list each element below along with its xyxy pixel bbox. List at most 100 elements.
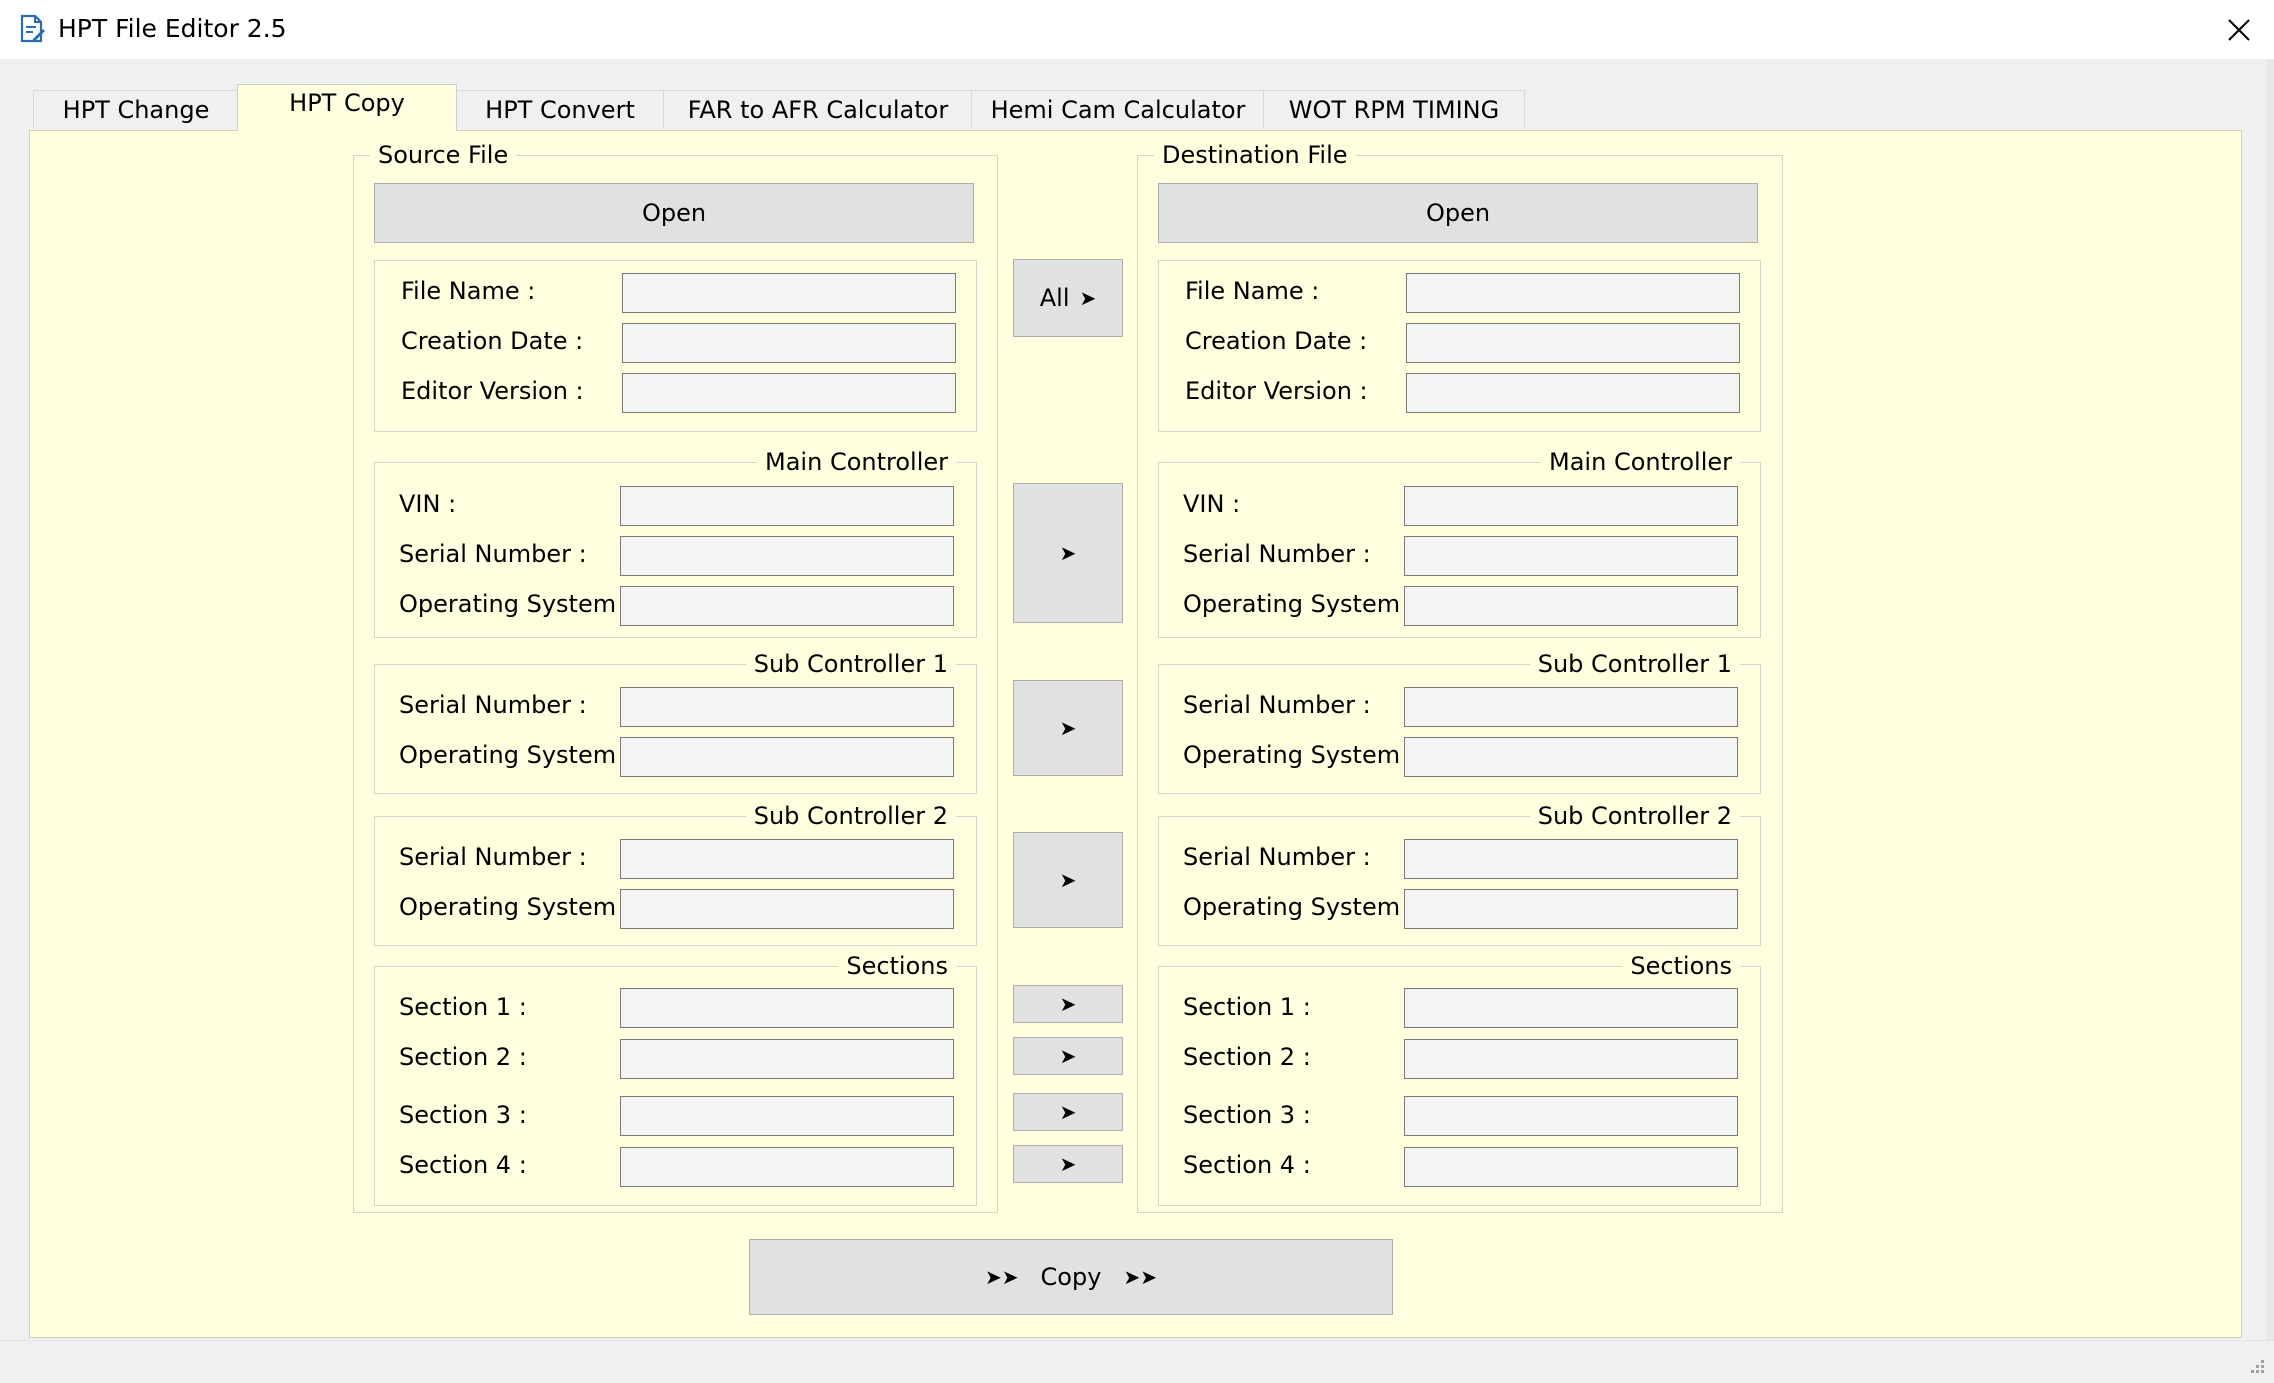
operating-system-label: Operating System : bbox=[399, 741, 632, 769]
tab-label: HPT Convert bbox=[485, 96, 635, 124]
tab-hpt-convert[interactable]: HPT Convert bbox=[455, 90, 665, 129]
copy-all-button[interactable]: All ➤ bbox=[1013, 259, 1123, 337]
destination-section-4-field[interactable] bbox=[1404, 1147, 1738, 1187]
source-section-4-field[interactable] bbox=[620, 1147, 954, 1187]
copy-section-4-button[interactable]: ➤ bbox=[1013, 1145, 1123, 1183]
operating-system-label: Operating System : bbox=[1183, 893, 1416, 921]
button-label: Copy bbox=[1040, 1263, 1102, 1291]
group-caption: Sub Controller 2 bbox=[745, 801, 956, 831]
source-vin-field[interactable] bbox=[620, 486, 954, 526]
serial-number-label: Serial Number : bbox=[1183, 843, 1371, 871]
destination-vin-field[interactable] bbox=[1404, 486, 1738, 526]
destination-serial-number-field[interactable] bbox=[1404, 536, 1738, 576]
group-caption: Destination File bbox=[1154, 140, 1356, 170]
destination-sub-controller-2-group: Sub Controller 2 Serial Number : Operati… bbox=[1158, 801, 1761, 946]
tab-hemi-cam-calculator[interactable]: Hemi Cam Calculator bbox=[971, 90, 1265, 129]
destination-section-1-field[interactable] bbox=[1404, 988, 1738, 1028]
arrow-right-icon: ➤ bbox=[1079, 286, 1097, 310]
destination-creation-date-field[interactable] bbox=[1406, 323, 1740, 363]
arrow-right-icon: ➤ bbox=[1059, 1152, 1077, 1176]
group-caption: Source File bbox=[370, 140, 517, 170]
section-1-label: Section 1 : bbox=[1183, 993, 1311, 1021]
operating-system-label: Operating System : bbox=[1183, 590, 1416, 618]
tab-wot-rpm-timing[interactable]: WOT RPM TIMING bbox=[1263, 90, 1525, 129]
source-section-3-field[interactable] bbox=[620, 1096, 954, 1136]
group-caption: Main Controller bbox=[757, 447, 956, 477]
serial-number-label: Serial Number : bbox=[399, 540, 587, 568]
destination-operating-system-field[interactable] bbox=[1404, 586, 1738, 626]
tab-hpt-change[interactable]: HPT Change bbox=[33, 90, 239, 129]
button-label: All bbox=[1039, 284, 1070, 312]
group-caption: Sections bbox=[1622, 951, 1740, 981]
destination-editor-version-field[interactable] bbox=[1406, 373, 1740, 413]
operating-system-label: Operating System : bbox=[399, 590, 632, 618]
source-sub2-os-field[interactable] bbox=[620, 889, 954, 929]
source-serial-number-field[interactable] bbox=[620, 536, 954, 576]
arrow-right-icon: ➤ bbox=[1059, 1100, 1077, 1124]
copy-sub-controller-2-button[interactable]: ➤ bbox=[1013, 832, 1123, 928]
hpt-copy-panel: Source File Open File Name : Creation Da… bbox=[29, 130, 2242, 1338]
double-arrow-right-icon: ➤➤ bbox=[985, 1265, 1019, 1289]
destination-sub-controller-1-group: Sub Controller 1 Serial Number : Operati… bbox=[1158, 649, 1761, 794]
serial-number-label: Serial Number : bbox=[1183, 691, 1371, 719]
resize-grip-icon[interactable] bbox=[2244, 1355, 2266, 1377]
copy-section-1-button[interactable]: ➤ bbox=[1013, 985, 1123, 1023]
button-label: Open bbox=[1425, 199, 1491, 227]
section-1-label: Section 1 : bbox=[399, 993, 527, 1021]
source-file-name-field[interactable] bbox=[622, 273, 956, 313]
arrow-right-icon: ➤ bbox=[1059, 1044, 1077, 1068]
window-title: HPT File Editor 2.5 bbox=[58, 14, 287, 43]
group-caption: Sections bbox=[838, 951, 956, 981]
destination-file-info: File Name : Creation Date : Editor Versi… bbox=[1158, 260, 1761, 432]
destination-section-3-field[interactable] bbox=[1404, 1096, 1738, 1136]
arrow-right-icon: ➤ bbox=[1059, 992, 1077, 1016]
double-arrow-right-icon: ➤➤ bbox=[1123, 1265, 1157, 1289]
arrow-right-icon: ➤ bbox=[1059, 868, 1077, 892]
source-sub1-serial-field[interactable] bbox=[620, 687, 954, 727]
tab-label: WOT RPM TIMING bbox=[1288, 96, 1500, 124]
copy-section-3-button[interactable]: ➤ bbox=[1013, 1093, 1123, 1131]
serial-number-label: Serial Number : bbox=[1183, 540, 1371, 568]
destination-section-2-field[interactable] bbox=[1404, 1039, 1738, 1079]
tab-far-to-afr-calculator[interactable]: FAR to AFR Calculator bbox=[663, 90, 973, 129]
source-sub-controller-2-group: Sub Controller 2 Serial Number : Operati… bbox=[374, 801, 977, 946]
source-sub2-serial-field[interactable] bbox=[620, 839, 954, 879]
copy-main-controller-button[interactable]: ➤ bbox=[1013, 483, 1123, 623]
source-editor-version-field[interactable] bbox=[622, 373, 956, 413]
destination-open-button[interactable]: Open bbox=[1158, 183, 1758, 243]
section-2-label: Section 2 : bbox=[399, 1043, 527, 1071]
destination-sub2-serial-field[interactable] bbox=[1404, 839, 1738, 879]
source-open-button[interactable]: Open bbox=[374, 183, 974, 243]
copy-button[interactable]: ➤➤ Copy ➤➤ bbox=[749, 1239, 1393, 1315]
creation-date-label: Creation Date : bbox=[1185, 327, 1368, 355]
tab-label: HPT Copy bbox=[289, 89, 405, 117]
group-caption: Main Controller bbox=[1541, 447, 1740, 477]
file-name-label: File Name : bbox=[1185, 277, 1320, 305]
window-edge bbox=[2266, 59, 2274, 1340]
source-operating-system-field[interactable] bbox=[620, 586, 954, 626]
destination-sub1-os-field[interactable] bbox=[1404, 737, 1738, 777]
copy-section-2-button[interactable]: ➤ bbox=[1013, 1037, 1123, 1075]
group-caption: Sub Controller 2 bbox=[1529, 801, 1740, 831]
editor-version-label: Editor Version : bbox=[401, 377, 584, 405]
arrow-right-icon: ➤ bbox=[1059, 541, 1077, 565]
source-file-group: Source File Open File Name : Creation Da… bbox=[353, 140, 998, 1213]
operating-system-label: Operating System : bbox=[1183, 741, 1416, 769]
destination-sub2-os-field[interactable] bbox=[1404, 889, 1738, 929]
source-section-1-field[interactable] bbox=[620, 988, 954, 1028]
source-sections-group: Sections Section 1 : Section 2 : Section… bbox=[374, 951, 977, 1206]
copy-sub-controller-1-button[interactable]: ➤ bbox=[1013, 680, 1123, 776]
title-bar: HPT File Editor 2.5 bbox=[0, 0, 2274, 59]
creation-date-label: Creation Date : bbox=[401, 327, 584, 355]
close-button[interactable] bbox=[2204, 0, 2274, 59]
destination-file-name-field[interactable] bbox=[1406, 273, 1740, 313]
source-file-info: File Name : Creation Date : Editor Versi… bbox=[374, 260, 977, 432]
document-edit-icon bbox=[20, 14, 45, 43]
tab-hpt-copy[interactable]: HPT Copy bbox=[237, 84, 457, 131]
operating-system-label: Operating System : bbox=[399, 893, 632, 921]
destination-sub1-serial-field[interactable] bbox=[1404, 687, 1738, 727]
source-section-2-field[interactable] bbox=[620, 1039, 954, 1079]
destination-main-controller-group: Main Controller VIN : Serial Number : Op… bbox=[1158, 447, 1761, 638]
source-creation-date-field[interactable] bbox=[622, 323, 956, 363]
source-sub1-os-field[interactable] bbox=[620, 737, 954, 777]
